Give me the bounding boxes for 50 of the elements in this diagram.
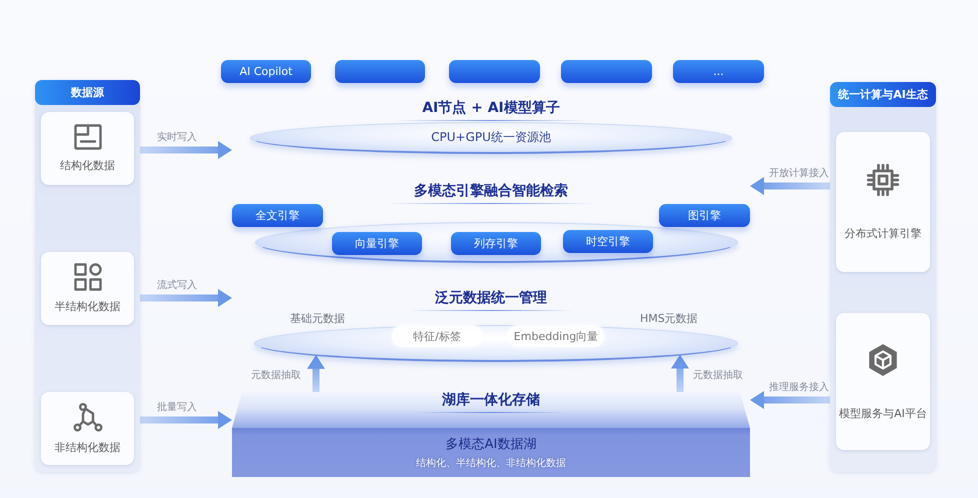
layer-title: AI节点 + AI模型算子 <box>396 100 586 121</box>
source-card <box>41 112 134 185</box>
resource-pool-disc: CPU+GPU统一资源池 <box>250 122 732 154</box>
flow-arrow <box>140 411 232 429</box>
edge-label: 推理服务接入 <box>768 382 830 394</box>
panel-header: 数据源 <box>35 80 140 105</box>
flow-arrow <box>307 354 325 392</box>
engine-pill: 图引擎 <box>659 204 750 227</box>
side-panel <box>830 82 936 472</box>
edge-label: 开放计算接入 <box>768 168 830 180</box>
ecosystem-pill <box>449 60 540 83</box>
edge-label: 流式写入 <box>156 280 198 292</box>
source-card <box>41 252 134 325</box>
flow-arrow <box>671 354 689 392</box>
metadata-label: 基础元数据 <box>290 312 345 325</box>
lake-name: 多模态AI数据湖 <box>446 437 536 453</box>
flow-arrow <box>750 391 830 409</box>
edge-label: 批量写入 <box>156 402 198 414</box>
side-panel <box>35 80 140 472</box>
edge-label: 元数据抽取 <box>692 370 744 382</box>
ecosystem-pill: ... <box>673 60 764 83</box>
engine-pill: 向量引擎 <box>332 232 422 255</box>
panel-header: 统一计算与AI生态 <box>830 82 936 107</box>
card-label: 模型服务与AI平台 <box>839 406 927 420</box>
metadata-label: HMS元数据 <box>640 312 698 325</box>
layer-title: 湖库一体化存储 <box>416 392 566 413</box>
layer-title: 多模态引擎融合智能检索 <box>388 183 594 204</box>
flow-arrow <box>140 141 232 159</box>
service-card <box>836 313 930 450</box>
card-label: 非结构化数据 <box>54 440 120 454</box>
flow-arrow <box>140 289 232 307</box>
edge-label: 实时写入 <box>156 132 198 144</box>
engine-pill: 全文引擎 <box>232 204 323 227</box>
ecosystem-pill <box>335 60 425 83</box>
card-label: 结构化数据 <box>60 159 115 173</box>
card-label: 分布式计算引擎 <box>844 227 922 241</box>
edge-label: 元数据抽取 <box>250 370 302 382</box>
metadata-tag: Embedding向量 <box>508 325 604 347</box>
flow-arrow <box>750 177 830 195</box>
lake-description: 结构化、半结构化、非结构化数据 <box>416 458 566 470</box>
data-lake-block <box>232 392 750 477</box>
source-card <box>41 392 134 465</box>
card-label: 半结构化数据 <box>54 300 120 314</box>
engine-pill: 列存引擎 <box>451 232 541 255</box>
service-card <box>836 132 930 272</box>
engine-pill: 时空引擎 <box>563 230 653 253</box>
ecosystem-pill: AI Copilot <box>221 60 311 83</box>
metadata-tag: 特征/标签 <box>392 325 482 347</box>
ecosystem-pill <box>561 60 652 83</box>
layer-title: 泛元数据统一管理 <box>409 290 573 311</box>
